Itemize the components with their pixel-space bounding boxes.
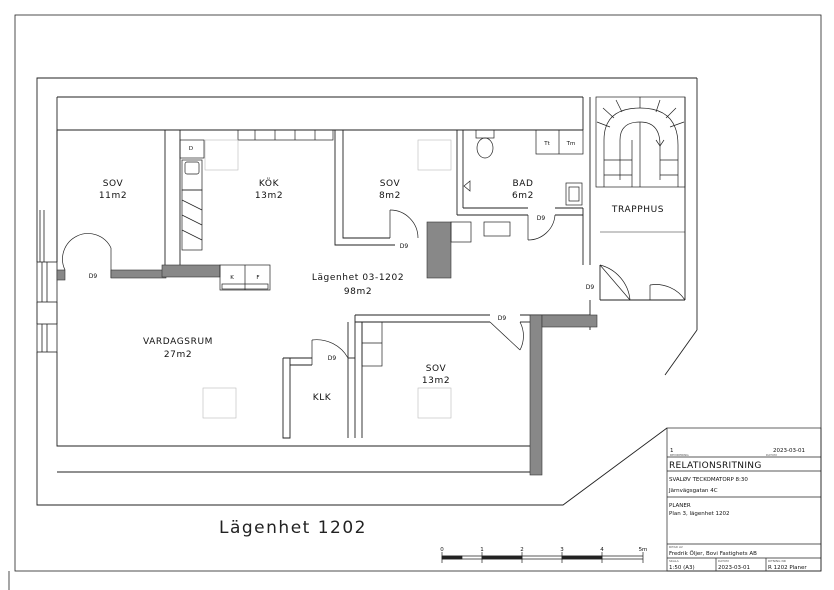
fixture-tt: Tt <box>543 141 550 147</box>
door-tag: D9 <box>586 284 595 291</box>
fixture-tm: Tm <box>566 141 576 147</box>
apartment-area: 98m2 <box>344 287 372 297</box>
date-header: DATUM <box>718 559 729 563</box>
scale-bar <box>441 552 644 563</box>
sheet-border <box>14 14 822 572</box>
kitchen-skylight <box>204 139 239 171</box>
title-block-content: PLANER <box>669 503 691 509</box>
scale-tick-5: 5m <box>639 547 648 553</box>
fixture-k: K <box>230 275 234 281</box>
title-block-address: Järnvägsgatan 4C <box>668 488 718 494</box>
room-trapphus-name: TRAPPHUS <box>611 205 664 215</box>
door-tag: D9 <box>537 215 546 222</box>
scale-tick-1: 1 <box>480 547 484 553</box>
interior-walls <box>56 97 601 439</box>
drawn-by-header: RITAD AV <box>669 545 684 549</box>
revision-date-header: DATUM <box>766 453 777 457</box>
scale-value: 1:50 (A3) <box>669 565 695 571</box>
scale-tick-4: 4 <box>600 547 604 553</box>
room-kok-area: 13m2 <box>255 191 283 201</box>
room-bad-name: BAD <box>512 179 533 189</box>
scale-tick-2: 2 <box>520 547 524 553</box>
skylights <box>202 139 452 419</box>
room-sov-2-name: SOV <box>380 179 401 189</box>
door-tag: D9 <box>89 273 98 280</box>
room-vardagsrum-name: VARDAGSRUM <box>143 337 213 347</box>
room-klk-name: KLK <box>313 393 332 403</box>
title-block-property: SVALØV TECKOMATORP 8:30 <box>669 476 748 483</box>
drawing-number: R 1202 Planer <box>768 565 807 571</box>
doors <box>62 209 686 365</box>
wardrobes <box>361 221 511 367</box>
fixture-d: D <box>189 146 193 152</box>
room-sov-1-area: 11m2 <box>99 191 127 201</box>
scale-tick-3: 3 <box>560 547 564 553</box>
stairwell <box>595 96 686 188</box>
outer-walls <box>36 77 698 506</box>
door-tag: D9 <box>498 315 507 322</box>
title-block-frame <box>666 427 822 572</box>
title-block-heading: RELATIONSRITNING <box>669 461 762 471</box>
left-windows <box>36 210 58 353</box>
room-sov-3-area: 13m2 <box>422 376 450 386</box>
fixture-f: F <box>256 275 259 281</box>
scale-header: SKALA <box>669 559 680 563</box>
drawing-number-header: RITNING NR <box>768 559 786 563</box>
scale-tick-0: 0 <box>440 547 444 553</box>
revision-number: 1 <box>670 448 674 454</box>
room-sov-3-name: SOV <box>426 364 447 374</box>
revision-date: 2023-03-01 <box>773 448 805 454</box>
room-kok-name: KÖK <box>259 178 280 189</box>
door-tag: D9 <box>400 243 409 250</box>
drawn-by: Fredrik Öljer, Bovi Fastighets AB <box>669 550 757 557</box>
plan-title: Lägenhet 1202 <box>219 518 367 538</box>
kitchen-fixtures <box>179 129 334 291</box>
cut-walls <box>56 221 598 476</box>
bathroom-fixtures <box>463 129 584 206</box>
room-sov-2-area: 8m2 <box>379 191 401 201</box>
title-block-description: Plan 3, lägenhet 1202 <box>669 511 729 517</box>
room-vardagsrum-area: 27m2 <box>164 350 192 360</box>
date-value: 2023-03-01 <box>718 565 750 571</box>
revision-header: REVIDERING <box>670 453 689 457</box>
room-sov-1-name: SOV <box>103 179 124 189</box>
room-bad-area: 6m2 <box>512 191 534 201</box>
door-tag: D9 <box>328 355 337 362</box>
apartment-label: Lägenhet 03-1202 <box>312 273 404 283</box>
